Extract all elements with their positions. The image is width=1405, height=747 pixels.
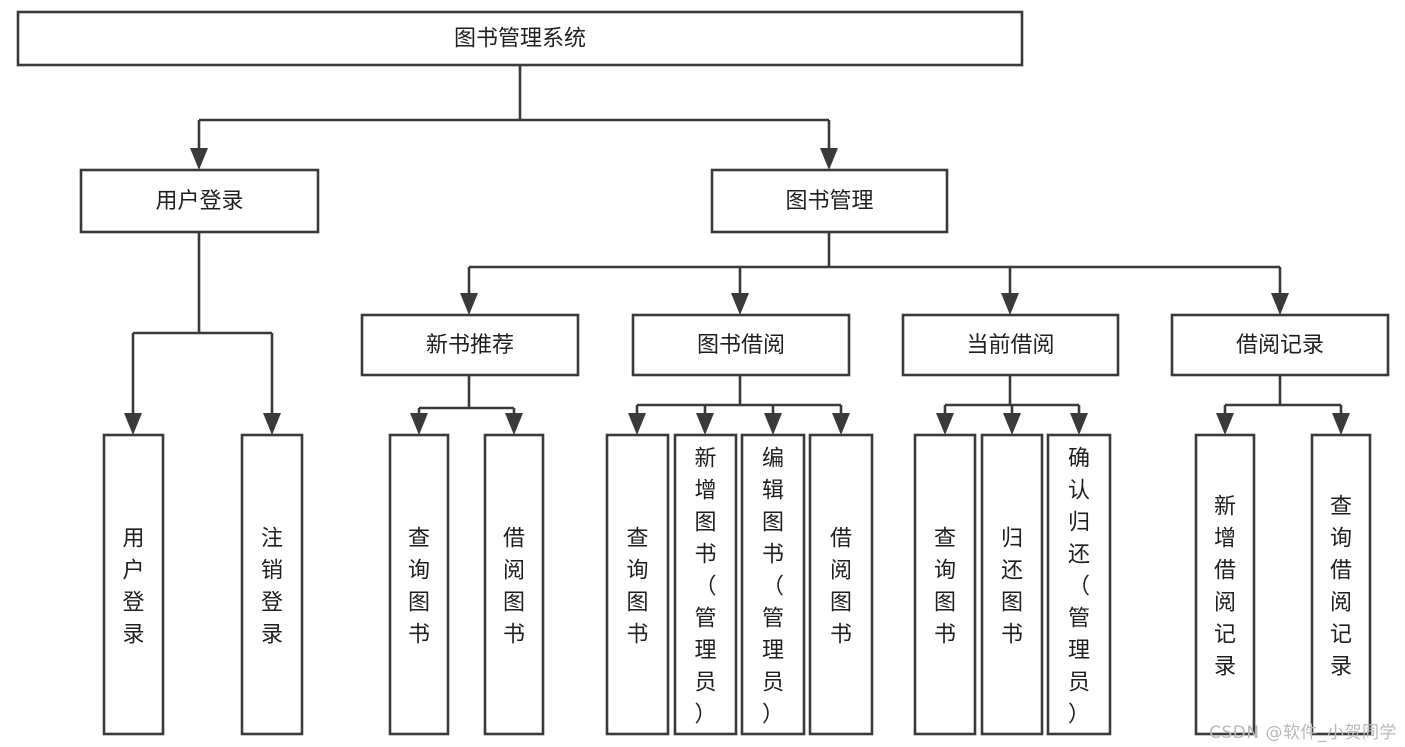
- node-label: 新书推荐: [426, 333, 514, 358]
- level2-node-1[interactable]: 用户登录: [79, 168, 320, 234]
- leaf-node-13[interactable]: 查询借阅记录: [1310, 433, 1372, 736]
- level3-node-2[interactable]: 图书借阅: [631, 313, 851, 377]
- connector-borrow-record-to-leaves: [1216, 375, 1350, 435]
- node-box[interactable]: [79, 168, 320, 234]
- level3-node-3[interactable]: 当前借阅: [901, 313, 1120, 377]
- leaf-node-5[interactable]: 查询图书: [605, 433, 670, 736]
- arrow-head-icon: [832, 413, 850, 435]
- leaf-node-10[interactable]: 归还图书: [980, 433, 1044, 736]
- node-label: 确认归还（管理员）: [1068, 446, 1090, 727]
- arrow-head-icon: [764, 413, 782, 435]
- connector-user-login-to-leaves: [124, 232, 281, 435]
- node-label: 图书管理: [785, 189, 873, 214]
- arrow-head-icon: [628, 413, 646, 435]
- node-box[interactable]: [980, 433, 1044, 736]
- node-box[interactable]: [1310, 433, 1372, 736]
- node-label: 图书管理系统: [454, 27, 586, 52]
- node-label: 用户登录: [122, 526, 144, 647]
- level3-node-4[interactable]: 借阅记录: [1170, 313, 1390, 377]
- arrow-head-icon: [936, 413, 954, 435]
- connector-book-manage-to-level3: [460, 232, 1289, 315]
- level3-node-1[interactable]: 新书推荐: [360, 313, 580, 377]
- connector-borrow-to-leaves: [628, 375, 850, 435]
- leaf-node-2[interactable]: 注销登录: [240, 433, 304, 736]
- node-label: 借阅图书: [503, 526, 525, 647]
- node-box[interactable]: [102, 433, 165, 736]
- arrow-head-icon: [1001, 293, 1019, 315]
- node-box[interactable]: [483, 433, 545, 736]
- nodes-layer: 图书管理系统用户登录图书管理新书推荐图书借阅当前借阅借阅记录用户登录注销登录查询…: [16, 10, 1390, 736]
- leaf-node-11[interactable]: 确认归还（管理员）: [1046, 433, 1112, 736]
- node-label: 图书借阅: [697, 333, 785, 358]
- node-box[interactable]: [740, 433, 806, 736]
- node-box[interactable]: [1170, 313, 1390, 377]
- leaf-node-7[interactable]: 编辑图书（管理员）: [740, 433, 806, 736]
- arrow-head-icon: [820, 148, 838, 170]
- arrow-head-icon: [1332, 413, 1350, 435]
- node-label: 查询图书: [626, 526, 648, 647]
- node-label: 查询图书: [408, 526, 430, 647]
- node-box[interactable]: [360, 313, 580, 377]
- arrow-head-icon: [263, 413, 281, 435]
- node-box[interactable]: [631, 313, 851, 377]
- arrow-head-icon: [124, 413, 142, 435]
- arrow-head-icon: [1070, 413, 1088, 435]
- arrow-head-icon: [190, 148, 208, 170]
- node-box[interactable]: [901, 313, 1120, 377]
- arrow-head-icon: [1271, 293, 1289, 315]
- connectors-layer: [124, 65, 1350, 435]
- leaf-node-3[interactable]: 查询图书: [388, 433, 450, 736]
- arrow-head-icon: [460, 293, 478, 315]
- node-label: 查询图书: [934, 526, 956, 647]
- node-box[interactable]: [710, 168, 949, 234]
- root-node-1[interactable]: 图书管理系统: [16, 10, 1024, 67]
- node-label: 借阅图书: [830, 526, 852, 647]
- leaf-node-8[interactable]: 借阅图书: [808, 433, 874, 736]
- leaf-node-6[interactable]: 新增图书（管理员）: [673, 433, 738, 736]
- node-label: 当前借阅: [966, 333, 1054, 358]
- node-label: 用户登录: [155, 189, 243, 214]
- leaf-node-4[interactable]: 借阅图书: [483, 433, 545, 736]
- leaf-node-1[interactable]: 用户登录: [102, 433, 165, 736]
- node-label: 查询借阅记录: [1330, 494, 1352, 679]
- arrow-head-icon: [731, 293, 749, 315]
- leaf-node-12[interactable]: 新增借阅记录: [1194, 433, 1256, 736]
- connector-new-book-to-leaves: [410, 375, 523, 435]
- node-box[interactable]: [1194, 433, 1256, 736]
- arrow-head-icon: [1003, 413, 1021, 435]
- node-label: 归还图书: [1001, 526, 1023, 647]
- connector-root-to-level2: [190, 65, 838, 170]
- node-box[interactable]: [240, 433, 304, 736]
- node-box[interactable]: [388, 433, 450, 736]
- connector-current-borrow-to-leaves: [936, 375, 1088, 435]
- arrow-head-icon: [1216, 413, 1234, 435]
- csdn-watermark: CSDN @软件_小贺同学: [1209, 723, 1397, 743]
- node-box[interactable]: [605, 433, 670, 736]
- node-label: 编辑图书（管理员）: [762, 446, 784, 727]
- node-label: 新增图书（管理员）: [694, 446, 716, 727]
- node-box[interactable]: [913, 433, 977, 736]
- arrow-head-icon: [696, 413, 714, 435]
- node-box[interactable]: [808, 433, 874, 736]
- arrow-head-icon: [410, 413, 428, 435]
- node-box[interactable]: [1046, 433, 1112, 736]
- node-label: 借阅记录: [1236, 333, 1324, 358]
- node-box[interactable]: [16, 10, 1024, 67]
- arrow-head-icon: [505, 413, 523, 435]
- node-label: 新增借阅记录: [1214, 494, 1236, 679]
- node-label: 注销登录: [261, 526, 283, 647]
- leaf-node-9[interactable]: 查询图书: [913, 433, 977, 736]
- node-box[interactable]: [673, 433, 738, 736]
- level2-node-2[interactable]: 图书管理: [710, 168, 949, 234]
